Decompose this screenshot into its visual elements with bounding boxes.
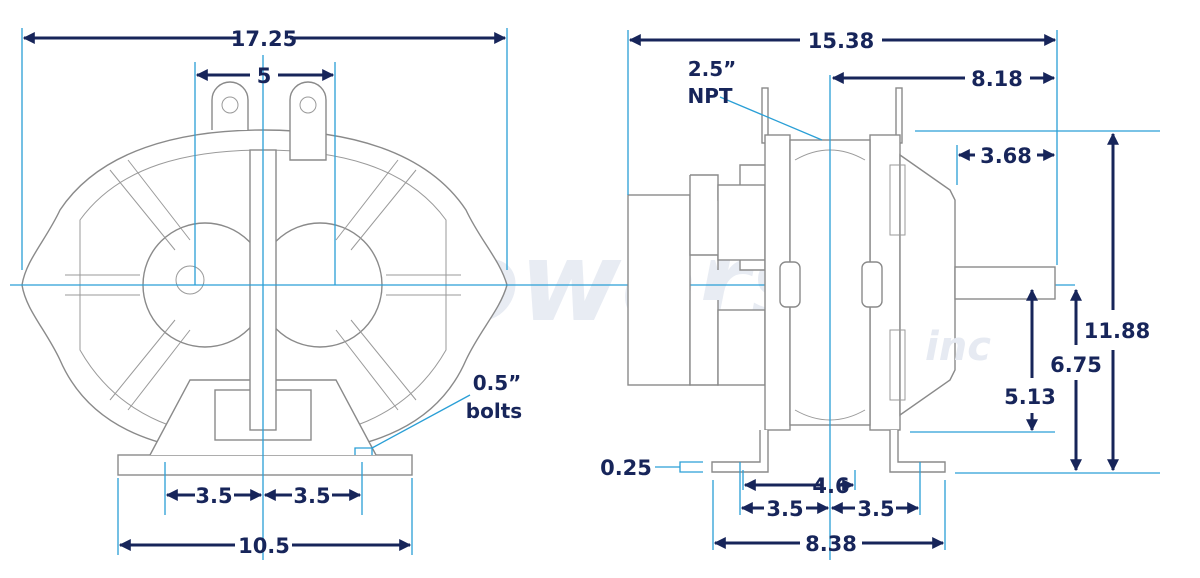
- dim-foot-inner-span: 4.6: [812, 474, 849, 498]
- front-view-drawing: [21, 81, 508, 476]
- front-view-dimensions: 17.25 5 3.5 3.5 10.5 0.5” bolts: [22, 27, 522, 558]
- dim-overall-length: 15.38: [808, 29, 874, 53]
- side-view-guides: [627, 30, 1160, 560]
- dim-shaft-length: 3.68: [980, 144, 1032, 168]
- watermark-suffix: inc: [925, 324, 991, 370]
- side-view-drawing: [627, 87, 1056, 473]
- bolts-label-2: bolts: [466, 399, 522, 423]
- dim-shaft-height: 6.75: [1050, 353, 1102, 377]
- dim-side-bolt-left: 3.5: [766, 497, 803, 521]
- npt-label: 2.5”: [688, 57, 737, 81]
- dim-shaft-to-flange: 5.13: [1004, 385, 1056, 409]
- side-view-dimensions: 15.38 2.5” NPT 8.18 3.68 11.88 6.75 5.13…: [600, 29, 1150, 556]
- dim-bolt-left: 3.5: [195, 484, 232, 508]
- dim-overall-height: 11.88: [1084, 319, 1150, 343]
- npt-label-2: NPT: [687, 84, 732, 108]
- dim-center-to-shaft-end: 8.18: [971, 67, 1023, 91]
- dim-port-spacing: 5: [257, 64, 272, 88]
- dim-bolt-right: 3.5: [293, 484, 330, 508]
- dim-foot-outer-span: 8.38: [805, 532, 857, 556]
- dim-overall-width: 17.25: [231, 27, 297, 51]
- dim-base-width: 10.5: [238, 534, 290, 558]
- dim-foot-thickness: 0.25: [600, 456, 652, 480]
- bolts-label: 0.5”: [473, 371, 522, 395]
- front-view-guides: [10, 28, 1075, 560]
- dim-side-bolt-right: 3.5: [857, 497, 894, 521]
